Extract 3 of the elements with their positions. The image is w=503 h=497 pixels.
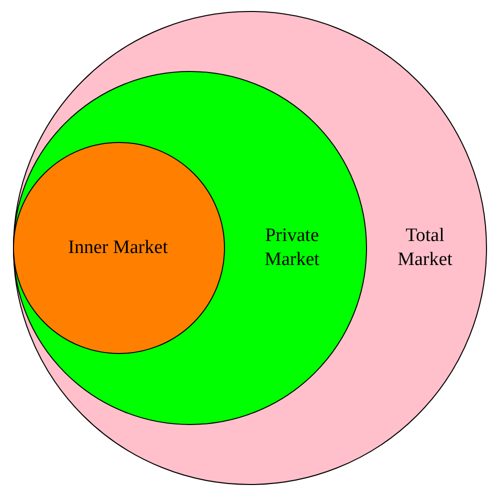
region-label: Inner Market bbox=[67, 236, 169, 260]
region-label: Total Market bbox=[396, 224, 454, 272]
region-label: Private Market bbox=[264, 224, 320, 272]
